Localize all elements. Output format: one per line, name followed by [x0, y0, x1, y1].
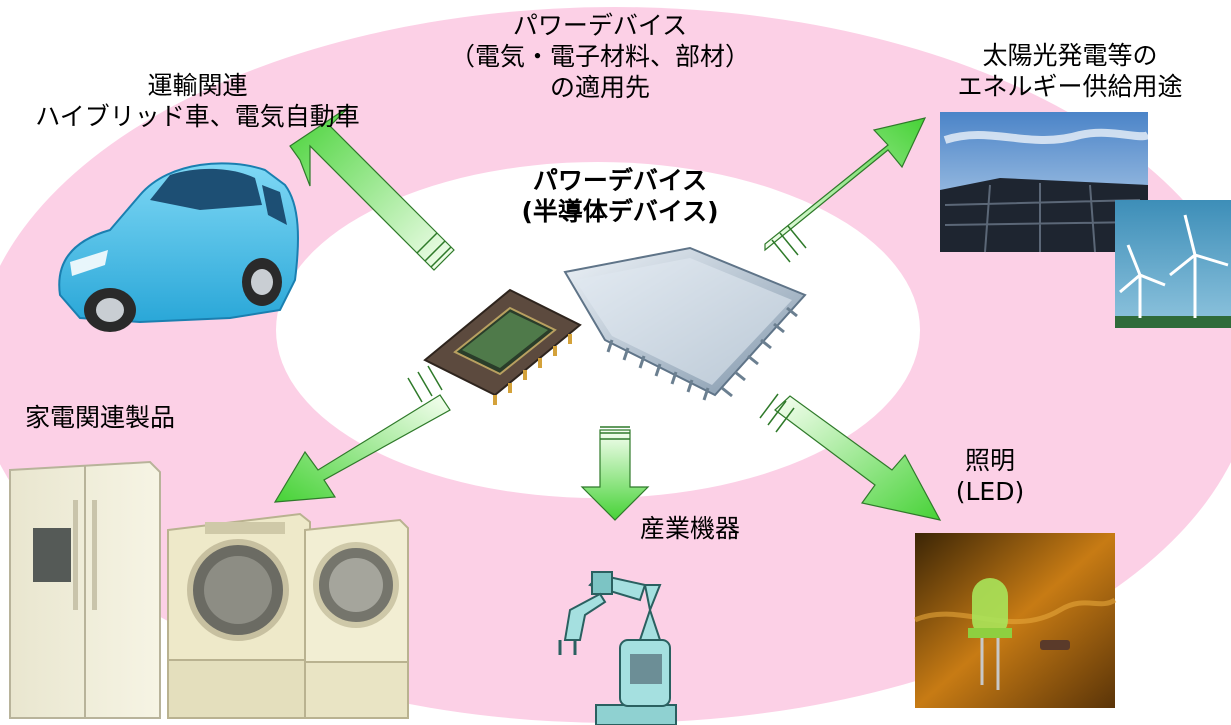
top-title-line2: （電気・電子材料、部材） [449, 42, 750, 71]
appliances-label: 家電関連製品 [25, 402, 225, 433]
arrow-to-transport [289, 105, 455, 271]
refrigerator-icon [9, 460, 161, 719]
top-title-line3: の適用先 [549, 73, 650, 102]
top-title-line1: パワーデバイス [512, 11, 688, 40]
arrow-to-lighting [759, 393, 942, 521]
led-icon [913, 533, 1117, 708]
arrow-to-appliances [273, 365, 451, 503]
industrial-label-line1: 産業機器 [640, 514, 741, 543]
center-label-line2: (半導体デバイス) [521, 197, 719, 226]
top-title-label: パワーデバイス （電気・電子材料、部材） の適用先 [420, 10, 780, 103]
energy-label-line2: エネルギー供給用途 [957, 72, 1183, 101]
lighting-label-line2: (LED) [955, 477, 1025, 506]
industrial-label: 産業機器 [640, 513, 790, 544]
arrow-to-energy [764, 117, 927, 263]
solar-panel-icon [940, 112, 1151, 253]
center-label: パワーデバイス (半導体デバイス) [470, 165, 770, 227]
dryer-icon [304, 518, 409, 719]
car-icon [58, 162, 299, 332]
robot-arm-icon [558, 571, 677, 725]
transport-label-line2: ハイブリッド車、電気自動車 [35, 102, 360, 131]
energy-label-line1: 太陽光発電等の [982, 41, 1158, 70]
wind-turbine-icon [1115, 200, 1231, 328]
arrow-to-industrial [580, 426, 650, 521]
transport-label: 運輸関連 ハイブリッド車、電気自動車 [0, 70, 395, 132]
lighting-label-line1: 照明 [964, 446, 1015, 475]
center-label-line1: パワーデバイス [532, 166, 708, 195]
transport-label-line1: 運輸関連 [147, 71, 248, 100]
lighting-label: 照明 (LED) [935, 445, 1045, 507]
appliances-label-line1: 家電関連製品 [25, 403, 176, 432]
washing-machine-icon [167, 512, 311, 719]
energy-label: 太陽光発電等の エネルギー供給用途 [915, 40, 1225, 102]
chip-icon [423, 246, 807, 405]
